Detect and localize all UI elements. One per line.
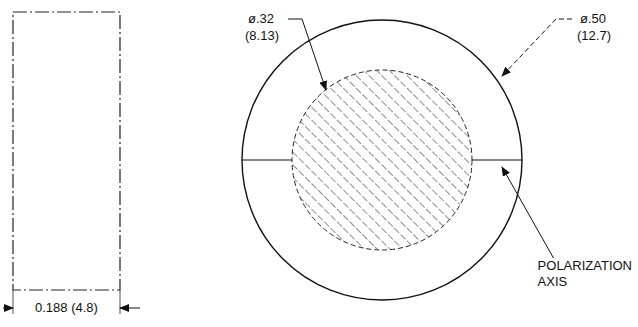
axis-line <box>472 159 522 160</box>
dimension-arrow <box>3 308 13 309</box>
side-view <box>13 12 120 290</box>
dimension-arrow <box>120 308 140 309</box>
diameter-label: (12.7) <box>575 28 613 44</box>
axis-line <box>242 159 292 160</box>
axis-label: POLARIZATION AXIS <box>536 258 634 289</box>
extension-line <box>13 290 14 314</box>
diameter-label: ø.50 <box>578 11 608 27</box>
inner-circle <box>292 70 472 250</box>
leader-line <box>288 19 326 90</box>
hatch <box>290 68 474 252</box>
diameter-label: ø.32 <box>246 11 276 27</box>
outer-circle <box>242 20 522 300</box>
leader-line <box>502 19 572 76</box>
leader-line <box>502 167 572 266</box>
extension-line <box>120 290 121 314</box>
dimension-label: 0.188 (4.8) <box>33 300 100 316</box>
diameter-label: (8.13) <box>243 28 281 44</box>
